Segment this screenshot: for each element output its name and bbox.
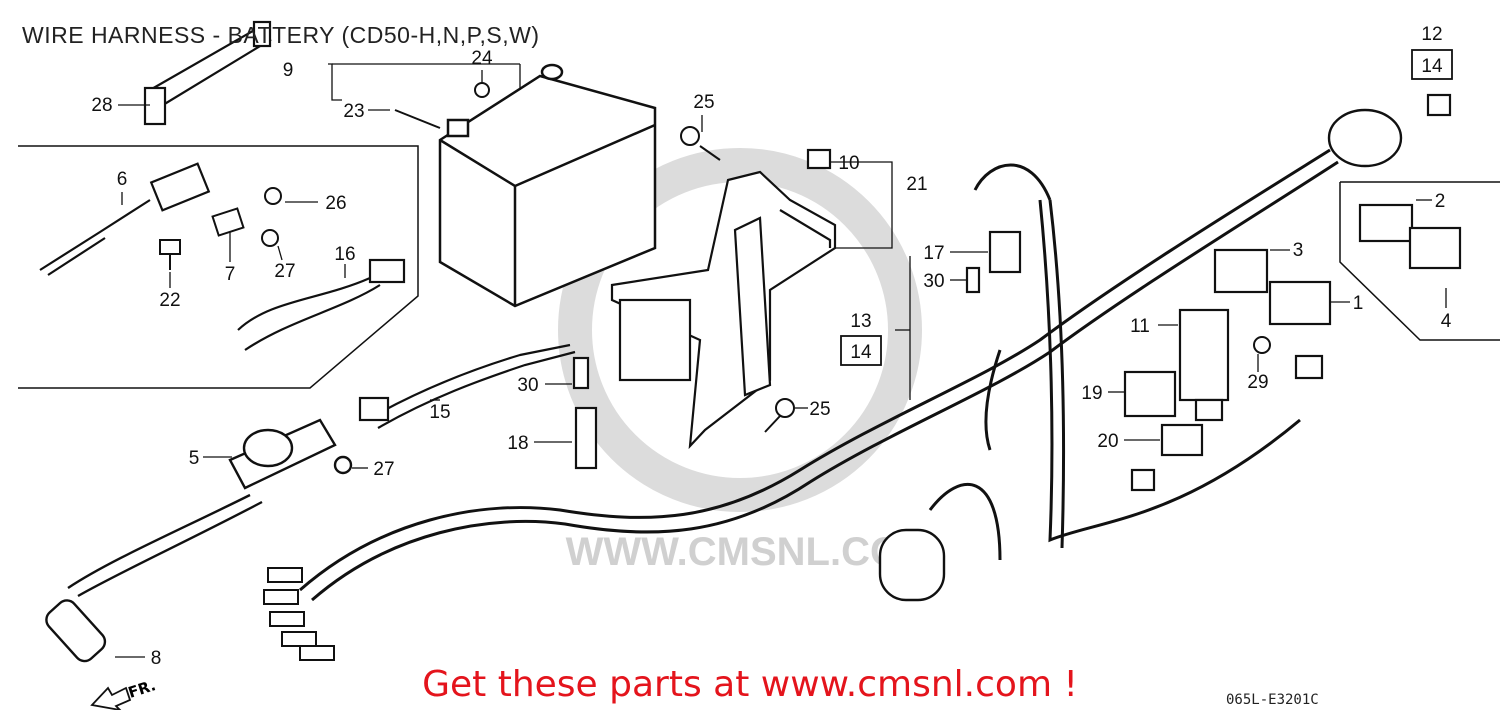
promo-link-text[interactable]: Get these parts at www.cmsnl.com ! (422, 664, 1078, 705)
callout-14-top: 14 (1421, 56, 1443, 77)
callout-25-bottom: 25 (809, 399, 830, 420)
callout-29: 29 (1247, 372, 1268, 393)
diagram-code: 065L-E3201C (1226, 692, 1319, 708)
callout-labels: 12 14 28 9 24 23 25 10 21 6 26 7 27 16 2… (91, 24, 1451, 669)
callout-1: 1 (1353, 293, 1364, 314)
callout-8: 8 (151, 648, 162, 669)
harness-connectors (263, 567, 335, 661)
callout-6: 6 (117, 169, 128, 190)
callout-11: 11 (1130, 316, 1150, 337)
callout-7: 7 (225, 264, 236, 285)
callout-19: 19 (1081, 383, 1102, 404)
callout-23: 23 (343, 101, 364, 122)
callout-14-middle: 14 (850, 342, 872, 363)
diagram-title: WIRE HARNESS - BATTERY (CD50-H,N,P,S,W) (22, 22, 540, 48)
callout-5: 5 (189, 448, 200, 469)
callout-21: 21 (906, 174, 927, 195)
direction-arrow-icon (90, 686, 132, 710)
callout-boxes (840, 49, 1453, 366)
callout-13: 13 (850, 311, 871, 332)
horn-units (878, 108, 1403, 602)
fasteners (394, 82, 1271, 433)
callout-20: 20 (1097, 431, 1118, 452)
callout-10: 10 (838, 153, 859, 174)
callout-3: 3 (1293, 240, 1304, 261)
group-boundaries (18, 145, 1500, 389)
callout-15: 15 (429, 402, 450, 423)
callout-2: 2 (1435, 191, 1446, 212)
callout-12: 12 (1421, 24, 1442, 45)
callout-27-upper: 27 (274, 261, 295, 282)
battery-cable (358, 343, 576, 429)
brake-switch-cord (39, 162, 211, 276)
small-parts-upper-left (159, 187, 282, 270)
callout-17: 17 (923, 243, 944, 264)
callout-27-lower: 27 (373, 459, 394, 480)
callout-22: 22 (159, 290, 180, 311)
callout-28: 28 (91, 95, 112, 116)
callout-9: 9 (283, 60, 294, 81)
watermark-text: WWW.CMSNL.COM (566, 530, 935, 574)
callout-26: 26 (325, 193, 346, 214)
electrical-components (572, 93, 1462, 492)
battery-strap (143, 20, 272, 126)
callout-16: 16 (334, 244, 355, 265)
callout-25-top: 25 (693, 92, 714, 113)
main-wire-harness (299, 148, 1339, 602)
leader-lines (115, 63, 1447, 658)
battery-tray (610, 170, 837, 450)
callout-18: 18 (507, 433, 528, 454)
ignition-coil (45, 418, 353, 663)
callout-4: 4 (1441, 311, 1452, 332)
callout-24: 24 (471, 48, 493, 69)
callout-30-left: 30 (517, 375, 538, 396)
battery (438, 63, 657, 308)
callout-30-right: 30 (923, 271, 944, 292)
sub-harness (237, 258, 406, 351)
